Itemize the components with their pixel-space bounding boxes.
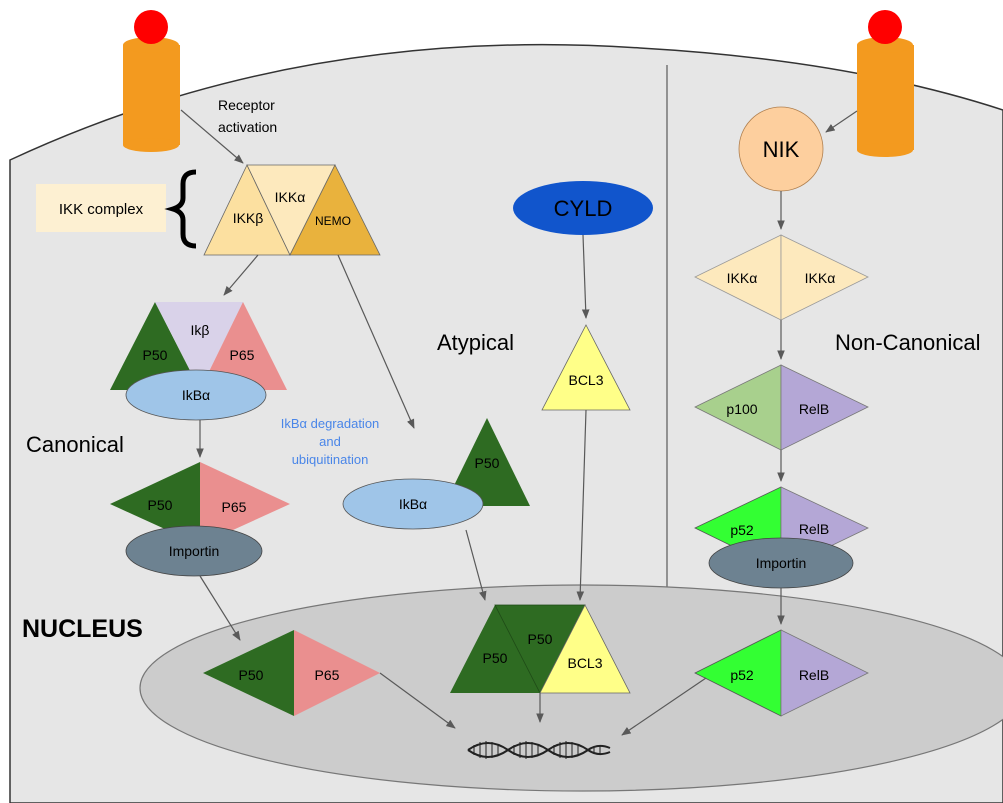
- arrow: [581, 234, 590, 319]
- bcl3-label: BCL3: [568, 372, 603, 388]
- bcl3-label: BCL3: [567, 655, 602, 671]
- nemo-subunit: [289, 164, 381, 256]
- degradation-label: and: [319, 434, 341, 449]
- p52-label: p52: [730, 522, 754, 538]
- ikk-complex-label: IKK complex: [59, 201, 144, 218]
- relb-subunit: [780, 364, 869, 451]
- ikba-label: IkBα: [182, 387, 210, 403]
- brace-icon: [164, 169, 197, 249]
- receptor-icon: [123, 10, 180, 152]
- ikba-oval: [125, 369, 267, 421]
- cyld-oval: [513, 181, 653, 235]
- receptor-activation-label: activation: [218, 119, 277, 135]
- non-canonical-label: Non-Canonical: [835, 330, 981, 355]
- degradation-label: IkBα degradation: [281, 416, 380, 431]
- cyld-label: CYLD: [554, 196, 613, 221]
- arrow: [199, 575, 241, 641]
- canonical-label: Canonical: [26, 432, 124, 457]
- p50-label: P50: [475, 455, 500, 471]
- dna-helix-icon: [467, 741, 611, 759]
- arrow: [621, 677, 707, 736]
- importin-oval: [125, 525, 263, 577]
- p65-label: P65: [230, 347, 255, 363]
- arrow: [825, 110, 858, 133]
- p50-label: P50: [143, 347, 168, 363]
- arrow: [337, 254, 415, 429]
- atypical-label: Atypical: [437, 330, 514, 355]
- relb-label: RelB: [799, 667, 829, 683]
- p65-label: P65: [315, 667, 340, 683]
- ikba-oval: [342, 478, 484, 530]
- p50-subunit: [110, 462, 200, 545]
- arrow: [465, 529, 487, 601]
- ikkb-label: IKKβ: [233, 210, 264, 226]
- relb-label: RelB: [799, 401, 829, 417]
- p50-label: P50: [239, 667, 264, 683]
- arrow: [180, 109, 244, 164]
- p65-subunit: [200, 462, 290, 545]
- ikk-complex-box: [36, 184, 166, 232]
- arrow: [576, 409, 587, 601]
- arrow: [223, 254, 259, 296]
- ikba-label: IkBα: [399, 496, 427, 512]
- receptor-icon: [857, 10, 914, 157]
- ikka-subunit: [780, 234, 869, 321]
- p50-subunit: [450, 605, 540, 693]
- importin-label: Importin: [756, 555, 807, 571]
- p50-label: P50: [483, 650, 508, 666]
- arrow: [379, 672, 456, 729]
- nemo-label: NEMO: [315, 214, 351, 228]
- p65-subunit: [200, 302, 287, 390]
- p50-label: P50: [528, 631, 553, 647]
- receptor-activation-label: Receptor: [218, 97, 275, 113]
- p50-label: P50: [148, 497, 173, 513]
- ikb-subunit: [155, 302, 243, 390]
- bcl3-subunit: [539, 604, 631, 694]
- p50-subunit: [444, 418, 530, 506]
- ikka-label: IKKα: [727, 270, 758, 286]
- pathway-arrows: [180, 109, 858, 736]
- p65-subunit: [294, 630, 380, 716]
- importin-label: Importin: [169, 543, 220, 559]
- p52-label: p52: [730, 667, 754, 683]
- relb-subunit: [780, 629, 869, 717]
- p50-subunit: [110, 302, 200, 390]
- p65-label: P65: [222, 499, 247, 515]
- relb-label: RelB: [799, 521, 829, 537]
- nik-label: NIK: [763, 137, 800, 162]
- degradation-label: ubiquitination: [292, 452, 369, 467]
- nucleus-label: NUCLEUS: [22, 615, 143, 643]
- ikka-label: IKKα: [805, 270, 836, 286]
- ikb-label: Ikβ: [191, 322, 210, 338]
- ikka-label: IKKα: [275, 189, 306, 205]
- p100-label: p100: [726, 401, 757, 417]
- p50-subunit: [203, 630, 294, 716]
